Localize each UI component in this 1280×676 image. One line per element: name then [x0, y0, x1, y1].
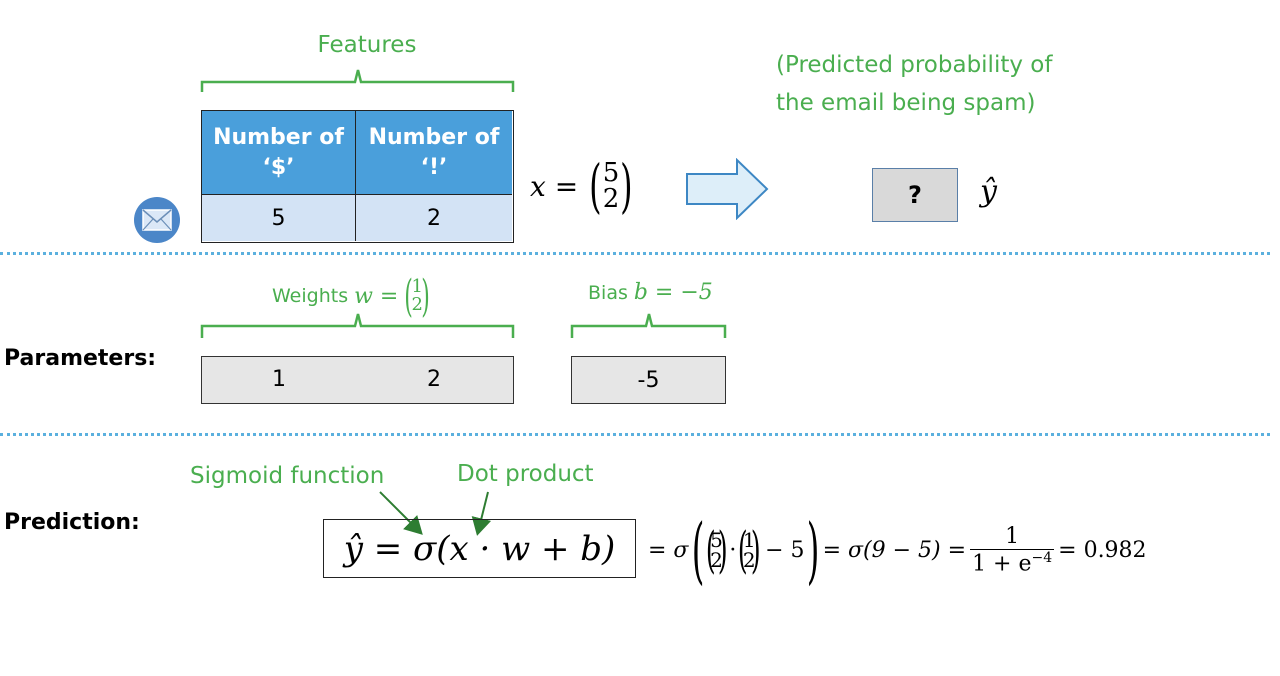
calc-w-2: 2	[742, 548, 756, 572]
x-vector-1: 5	[602, 158, 620, 188]
separator-2	[0, 433, 1270, 436]
value-dollar-count: 5	[202, 195, 356, 241]
bias-box: -5	[571, 356, 726, 404]
unknown-output-box: ?	[872, 168, 958, 222]
weights-vector: 1 2	[412, 278, 423, 314]
weights-vector-1: 1	[411, 276, 423, 297]
fraction-denominator: 1 + e	[972, 551, 1032, 577]
calc-result: = 0.982	[1058, 537, 1147, 563]
bias-symbol: b = −5	[633, 280, 713, 305]
x-vector-equation: x = ( 5 2 )	[530, 152, 633, 220]
prediction-label: Prediction:	[4, 510, 140, 535]
right-arrow-icon	[686, 158, 769, 220]
expanded-computation: = σ ( ( 5 2 ) · ( 1 2 ) − 5 ) = σ(9 − 5)…	[648, 508, 1147, 592]
weights-box: 1 2	[201, 356, 514, 404]
calc-fraction: 1 1 + e−4	[970, 523, 1055, 577]
calc-w-1: 1	[742, 528, 756, 552]
features-title: Features	[317, 32, 417, 58]
sigmoid-annotation: Sigmoid function	[190, 463, 385, 489]
calc-x-vector: 5 2	[710, 530, 723, 570]
output-caption-line2: the email being spam)	[776, 90, 1036, 116]
fraction-exponent: −4	[1031, 549, 1053, 566]
bias-caption: Bias b = −5	[588, 280, 713, 305]
calc-dot: ·	[729, 537, 737, 563]
email-icon	[134, 197, 180, 243]
weights-symbol: w =	[354, 283, 399, 309]
weight-1-value: 1	[272, 367, 286, 392]
weights-vector-2: 2	[411, 294, 423, 315]
yhat-symbol: ŷ	[980, 174, 997, 209]
fraction-numerator: 1	[1005, 523, 1020, 549]
calc-step2: = σ(9 − 5) =	[822, 537, 967, 563]
header-exclaim-count: Number of ‘!’	[356, 111, 512, 195]
output-caption-line1: (Predicted probability of	[776, 52, 1053, 78]
bias-brace	[570, 313, 727, 338]
output-caption: (Predicted probability of the email bein…	[776, 46, 1052, 122]
features-table: Number of ‘$’ Number of ‘!’ 5 2	[201, 110, 514, 243]
prediction-formula-box: ŷ = σ(x · w + b)	[323, 519, 636, 578]
weights-label: Weights	[272, 285, 349, 307]
x-label: x =	[530, 169, 579, 203]
calc-x-2: 2	[710, 548, 723, 572]
header-dollar-count: Number of ‘$’	[202, 111, 356, 195]
weights-caption: Weights w = ( 1 2 )	[272, 270, 430, 322]
weight-2-value: 2	[427, 367, 441, 392]
dot-product-annotation: Dot product	[457, 461, 594, 487]
annotation-arrows	[379, 491, 492, 536]
eq-sigma: = σ	[648, 537, 689, 563]
separator-1	[0, 252, 1270, 255]
features-brace	[200, 69, 515, 92]
calc-w-vector: 1 2	[743, 530, 756, 570]
x-vector: 5 2	[603, 160, 620, 212]
value-exclaim-count: 2	[356, 195, 512, 241]
parameters-label: Parameters:	[4, 346, 157, 371]
weights-brace	[200, 313, 515, 338]
calc-minus5: − 5	[765, 537, 805, 563]
bias-label: Bias	[588, 281, 628, 304]
x-vector-2: 2	[602, 184, 620, 214]
calc-x-1: 5	[710, 528, 723, 552]
